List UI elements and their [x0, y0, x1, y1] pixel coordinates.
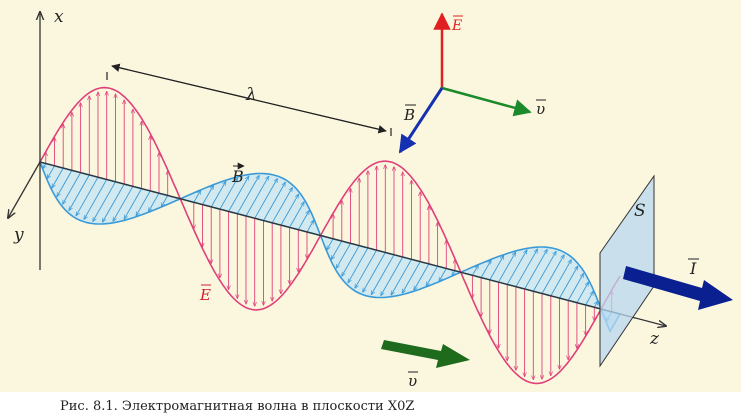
magnetic-field-vector — [550, 260, 572, 297]
magnetic-field-vector — [331, 240, 343, 259]
axis-y-label: y — [13, 225, 24, 245]
magnetic-field-vector — [567, 274, 583, 301]
svg-text:I: I — [689, 259, 697, 278]
magnetic-field-vector — [57, 170, 73, 196]
magnetic-field-vector — [161, 195, 169, 207]
magnetic-field-vector — [210, 181, 226, 208]
magnetic-field-vector — [271, 188, 292, 224]
magnetic-field-vector — [228, 176, 249, 212]
magnetic-field-vector — [342, 245, 360, 276]
magnetic-field-vector — [472, 265, 478, 276]
magnetic-field-vector — [355, 249, 377, 288]
wavelength-label: λ — [245, 85, 257, 105]
figure-caption: Рис. 8.1. Электромагнитная волна в плоск… — [60, 399, 414, 414]
magnetic-field-vector — [193, 190, 201, 203]
magnetic-field-vector — [103, 183, 125, 222]
magnetic-field-vector — [593, 301, 597, 308]
magnetic-field-vector — [254, 179, 278, 219]
magnetic-field-vector — [84, 179, 108, 220]
field-b-label: B — [231, 162, 245, 186]
magnetic-field-vector — [202, 186, 214, 205]
magnetic-field-vector — [280, 194, 299, 226]
magnetic-field-vector — [348, 247, 369, 283]
magnetic-field-vector — [136, 190, 151, 216]
vector-triad — [398, 12, 532, 154]
z-axis — [39, 161, 666, 326]
magnetic-field-vector — [76, 176, 99, 216]
magnetic-field-vector — [149, 192, 160, 211]
magnetic-field-vector — [414, 263, 430, 290]
magnetic-field-vector — [532, 251, 556, 292]
magnetic-field-vector — [515, 249, 538, 287]
magnetic-field-vector — [327, 238, 334, 250]
magnetic-field-vector — [113, 186, 134, 221]
magnetic-field-vector — [426, 265, 438, 286]
magnetic-field-vector — [585, 291, 594, 306]
magnetic-field-vector — [498, 252, 516, 283]
intensity-arrow — [623, 266, 733, 310]
axes — [8, 12, 666, 326]
magnetic-field-vector — [576, 282, 589, 303]
intensity-label: I — [688, 258, 699, 278]
svg-text:B: B — [231, 167, 244, 186]
svg-text:υ: υ — [408, 372, 417, 390]
triad-e-label: E — [451, 15, 463, 34]
magnetic-field-vector — [506, 250, 527, 285]
magnetic-field-vector — [306, 220, 314, 233]
svg-text:B: B — [403, 106, 415, 124]
magnetic-field-vector — [124, 188, 142, 219]
magnetic-field-vector — [452, 270, 455, 276]
y-axis — [8, 161, 41, 218]
velocity-big-arrow — [381, 340, 470, 368]
magnetic-field-vector — [43, 163, 46, 169]
magnetic-field-vector — [297, 211, 309, 230]
magnetic-field-vector — [47, 165, 55, 179]
svg-text:E: E — [199, 286, 211, 304]
magnetic-field-vector — [263, 182, 286, 221]
magnetic-field-vector — [52, 167, 64, 188]
magnetic-field-vector — [236, 176, 259, 214]
magnetic-field-vector — [219, 178, 238, 210]
velocity-label: υ — [408, 371, 418, 390]
electric-wave — [39, 86, 621, 385]
axis-x-label: x — [54, 7, 64, 27]
magnetic-field-vector — [381, 256, 404, 295]
v-vector-arrow — [441, 86, 532, 117]
wavelength-dimension — [106, 63, 392, 136]
magnetic-field-vector — [559, 266, 578, 299]
magnetic-field-vector — [336, 243, 351, 268]
triad-v-label: υ — [536, 99, 546, 118]
field-e-label: E — [199, 284, 211, 304]
magnetic-field-vector — [489, 256, 504, 281]
magnetic-field-vector — [371, 254, 395, 295]
magnetic-field-vector — [93, 181, 116, 222]
magnetic-field-vector — [524, 250, 548, 290]
magnetic-field-vector — [69, 174, 90, 211]
svg-text:E: E — [451, 18, 462, 34]
magnetic-field-vector — [480, 260, 491, 278]
triad-b-label: B — [403, 104, 416, 124]
surface-label: S — [634, 201, 646, 221]
magnetic-field-vector — [391, 259, 412, 295]
magnetic-field-vector — [402, 261, 421, 294]
svg-text:υ: υ — [536, 100, 545, 118]
magnetic-field-vector — [541, 255, 564, 294]
magnetic-field-vector — [289, 202, 305, 228]
axis-z-label: z — [649, 329, 660, 349]
magnetic-field-vector — [245, 176, 269, 217]
magnetic-field-vector — [363, 252, 386, 293]
magnetic-field-vector — [439, 268, 447, 282]
b-vector-arrow — [398, 87, 444, 154]
electric-wave-envelope — [39, 86, 621, 385]
magnetic-field-vector — [63, 172, 81, 205]
